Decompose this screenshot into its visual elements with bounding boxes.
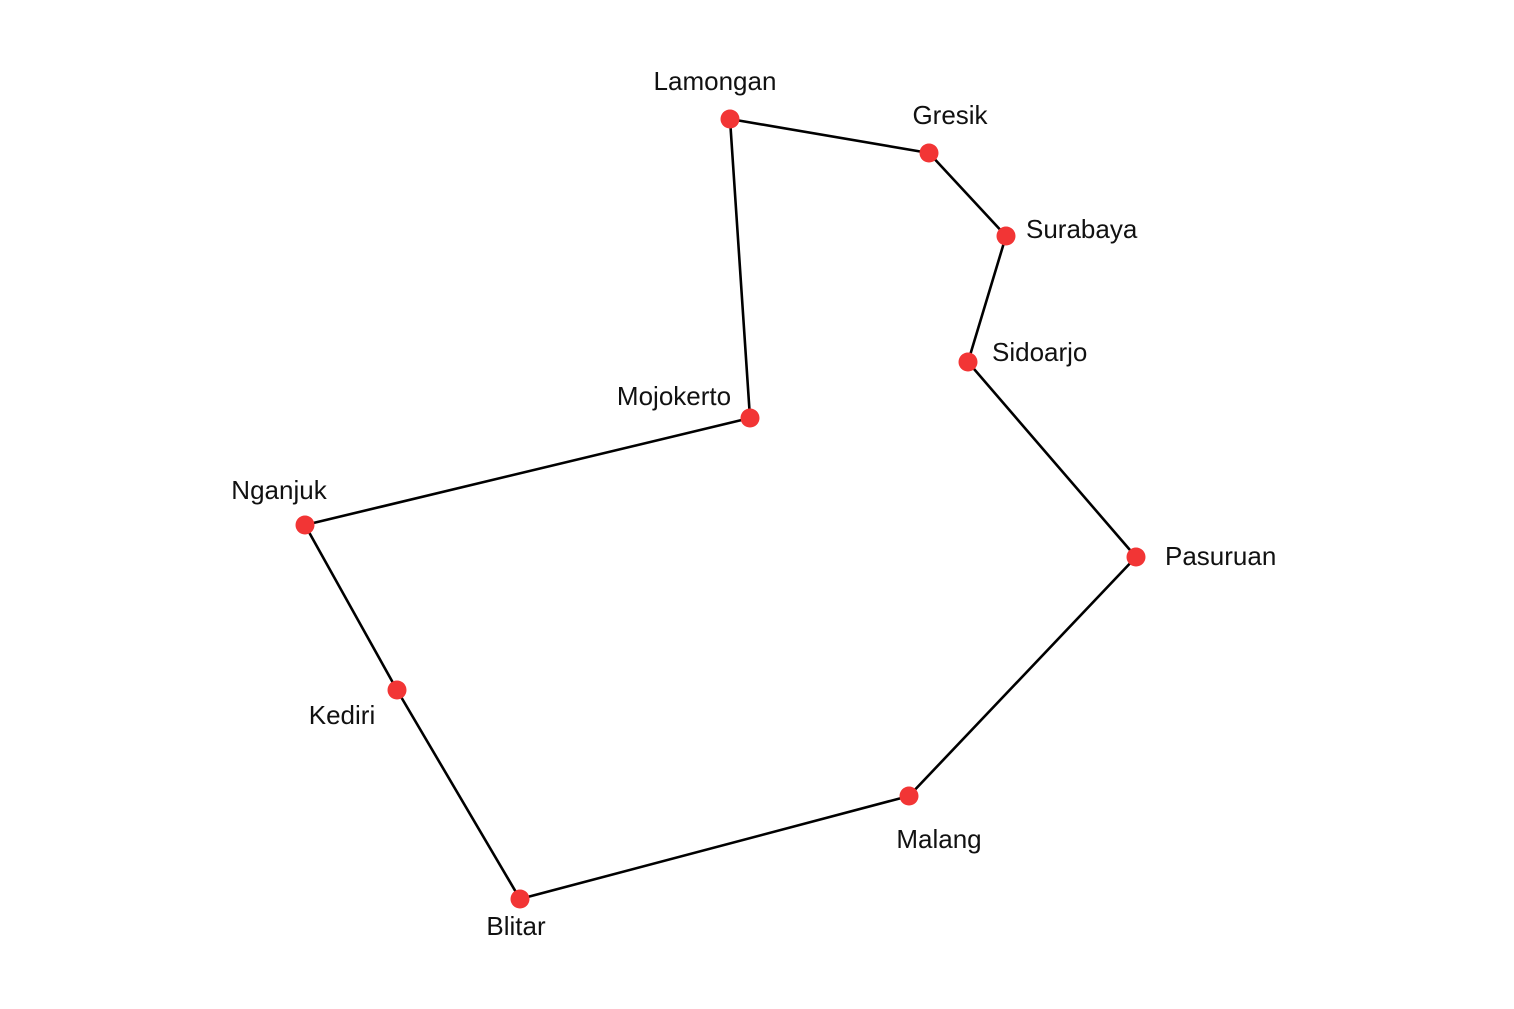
node-kediri — [387, 680, 407, 700]
node-label-kediri: Kediri — [309, 700, 375, 730]
edge-blitar-kediri — [395, 688, 522, 901]
edge-gresik-surabaya — [927, 151, 1008, 238]
node-label-blitar: Blitar — [486, 911, 546, 941]
node-pasuruan — [1126, 547, 1146, 567]
edge-sidoarjo-pasuruan — [966, 360, 1138, 559]
edge-malang-blitar — [518, 794, 911, 901]
edge-mojokerto-lamongan — [728, 117, 752, 420]
edge-surabaya-sidoarjo — [966, 234, 1008, 364]
node-label-sidoarjo: Sidoarjo — [992, 337, 1087, 367]
node-malang — [899, 786, 919, 806]
node-label-gresik: Gresik — [912, 100, 988, 130]
edge-lamongan-gresik — [728, 117, 931, 155]
node-label-nganjuk: Nganjuk — [231, 475, 327, 505]
node-label-pasuruan: Pasuruan — [1165, 541, 1276, 571]
node-label-lamongan: Lamongan — [654, 66, 777, 96]
node-gresik — [919, 143, 939, 163]
edge-kediri-nganjuk — [303, 523, 399, 692]
edges-layer — [303, 117, 1138, 901]
node-lamongan — [720, 109, 740, 129]
edge-nganjuk-mojokerto — [303, 416, 752, 527]
node-surabaya — [996, 226, 1016, 246]
node-label-mojokerto: Mojokerto — [617, 381, 731, 411]
node-label-surabaya: Surabaya — [1026, 214, 1138, 244]
node-label-malang: Malang — [896, 824, 981, 854]
nodes-layer — [295, 109, 1146, 909]
node-nganjuk — [295, 515, 315, 535]
edge-pasuruan-malang — [907, 555, 1138, 798]
node-mojokerto — [740, 408, 760, 428]
node-sidoarjo — [958, 352, 978, 372]
labels-layer: LamonganGresikSurabayaSidoarjoPasuruanMa… — [231, 66, 1276, 941]
node-blitar — [510, 889, 530, 909]
